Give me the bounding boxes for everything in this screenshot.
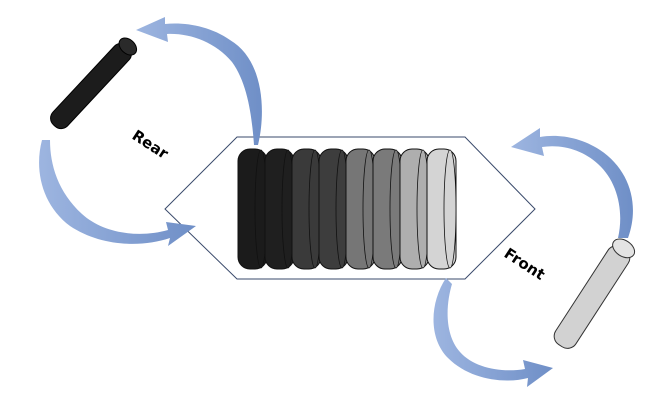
stack-disk <box>372 148 403 270</box>
rear-lower-arrow <box>39 140 197 246</box>
disk-stack <box>237 148 457 270</box>
stack-disk <box>345 148 376 270</box>
front-lower-arrow <box>433 278 553 387</box>
stack-disk <box>237 148 268 270</box>
stack-disk <box>291 148 322 270</box>
front-upper-arrow <box>511 128 633 238</box>
stack-disk <box>399 148 430 270</box>
rear-label: Rear <box>129 126 172 163</box>
front-disk <box>553 238 636 349</box>
rear-upper-arrow <box>136 17 262 145</box>
front-label: Front <box>501 244 548 284</box>
rear-disk <box>50 37 138 130</box>
stack-disk <box>318 148 349 270</box>
stack-disk <box>426 148 457 270</box>
stack-disk <box>264 148 295 270</box>
